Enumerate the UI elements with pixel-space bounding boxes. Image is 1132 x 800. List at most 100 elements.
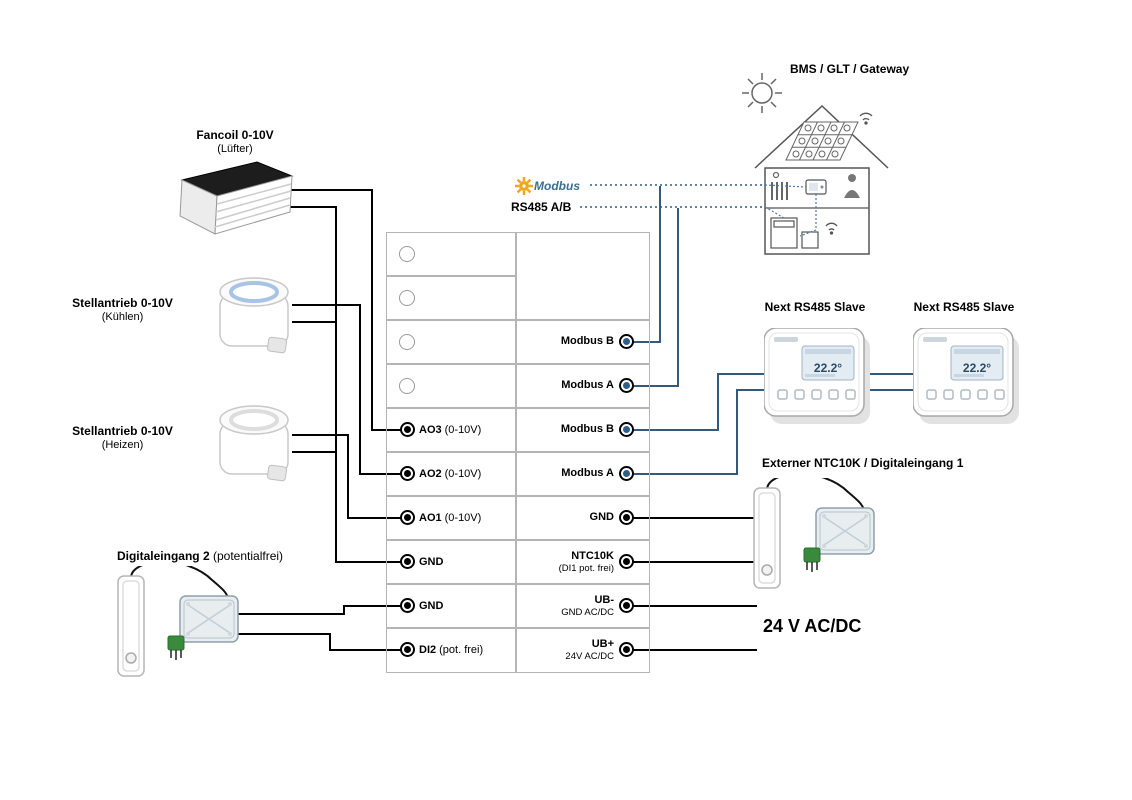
wifi-icon-small	[825, 222, 838, 235]
actuator-heat-illustration	[219, 405, 289, 482]
label-bold: GND	[419, 600, 444, 612]
digital-input-2-label: Digitaleingang 2 (potentialfrei)	[90, 549, 310, 563]
label-line1: Modbus A	[561, 379, 614, 392]
black-wires	[238, 189, 757, 651]
label-line2: GND AC/DC	[561, 606, 614, 618]
label-normal: (pot. frei)	[439, 644, 484, 656]
label-line1: Modbus B	[560, 423, 614, 436]
brand-logo	[923, 337, 947, 342]
thermostat-slave-2: 22.2°	[913, 328, 1019, 424]
terminal-label-gnd-1: GND	[419, 540, 514, 584]
sun-icon	[742, 73, 782, 113]
actuator-heat-title: Stellantrieb 0-10V	[72, 424, 173, 438]
unused-terminal	[399, 378, 415, 394]
terminal-gnd-right	[619, 510, 634, 525]
terminal-di2	[400, 642, 415, 657]
external-ntc-label: Externer NTC10K / Digitaleingang 1	[762, 456, 964, 470]
thermostat-screen: 22.2°	[801, 345, 855, 381]
modbus-logo-text: Modbus	[534, 179, 580, 193]
brand-logo	[774, 337, 798, 342]
actuator-cool-title: Stellantrieb 0-10V	[72, 296, 173, 310]
label-bold: AO3	[419, 424, 442, 436]
unused-terminal	[399, 246, 415, 262]
modbus-gear-icon	[515, 177, 533, 195]
rs485-label: RS485 A/B	[511, 200, 572, 214]
label-bold: AO2	[419, 468, 442, 480]
wifi-icon	[859, 112, 873, 125]
thermostat-slave-1: 22.2°	[764, 328, 870, 424]
fancoil-subtitle: (Lüfter)	[217, 143, 253, 155]
terminal-label-modbus-b-2: Modbus B	[518, 408, 614, 452]
terminal-block: AO3(0-10V) AO2(0-10V) AO1(0-10V) GND GND…	[386, 232, 650, 673]
cell	[386, 452, 516, 496]
label-normal: (0-10V)	[444, 512, 482, 524]
green-connector	[167, 635, 185, 651]
terminal-label-gnd-2: GND	[419, 584, 514, 628]
power-label: 24 V AC/DC	[763, 616, 862, 636]
label-line1: UB-	[594, 593, 614, 606]
terminal-label-ub-plus: UB+24V AC/DC	[518, 628, 614, 672]
terminal-label-ao3: AO3(0-10V)	[419, 408, 514, 452]
terminal-ao2	[400, 466, 415, 481]
actuator-heat-subtitle: (Heizen)	[101, 439, 144, 451]
cell	[386, 628, 516, 673]
cell	[386, 276, 516, 320]
touch-buttons	[777, 389, 856, 400]
sensor-cable	[130, 566, 229, 601]
actuator-heat-label: Stellantrieb 0-10V (Heizen)	[45, 424, 200, 453]
bms-label: BMS / GLT / Gateway	[790, 62, 910, 76]
unused-terminal	[399, 290, 415, 306]
digital-input-2-illustration	[117, 566, 239, 677]
terminal-ntc10k	[619, 554, 634, 569]
internal-network-dotted	[764, 184, 817, 237]
modbus-dotted-bus	[580, 184, 763, 208]
terminal-modbus-b-2	[619, 422, 634, 437]
label-bold: GND	[419, 556, 444, 568]
digital-input-2-title: Digitaleingang 2	[116, 549, 210, 563]
terminal-label-ao2: AO2(0-10V)	[419, 452, 514, 496]
cell	[386, 232, 516, 276]
terminal-ao1	[400, 510, 415, 525]
terminal-modbus-b-1	[619, 334, 634, 349]
slave-1-label: Next RS485 Slave	[764, 300, 866, 314]
sensor-box	[179, 595, 239, 643]
label-line1: UB+	[591, 637, 614, 650]
actuator-cool-subtitle: (Kühlen)	[101, 311, 144, 323]
cell	[386, 584, 516, 628]
terminal-ub-minus	[619, 598, 634, 613]
terminal-label-ao1: AO1(0-10V)	[419, 496, 514, 540]
modbus-wires	[627, 186, 913, 475]
terminal-label-ub-minus: UB-GND AC/DC	[518, 584, 614, 628]
terminal-ub-plus	[619, 642, 634, 657]
terminal-ao3	[400, 422, 415, 437]
indoor-unit-icon	[770, 217, 819, 249]
sensor-box	[815, 507, 875, 555]
cell	[516, 584, 650, 628]
cell	[516, 628, 650, 673]
label-line1: Modbus A	[561, 467, 614, 480]
actuator-cool-label: Stellantrieb 0-10V (Kühlen)	[45, 296, 200, 325]
terminal-gnd-2	[400, 598, 415, 613]
label-bold: DI2	[419, 644, 437, 656]
sensor-cable	[766, 478, 865, 513]
cell	[386, 364, 516, 408]
temperature-reading: 22.2°	[963, 361, 991, 375]
label-normal: (0-10V)	[444, 424, 482, 436]
terminal-label-di2: DI2(pot. frei)	[419, 628, 514, 672]
touch-buttons	[926, 389, 1005, 400]
solar-panel	[785, 121, 859, 161]
cell	[516, 540, 650, 584]
label-bold: AO1	[419, 512, 442, 524]
temperature-reading: 22.2°	[814, 361, 842, 375]
radiator-icon	[771, 171, 788, 200]
cell	[516, 408, 650, 452]
unused-terminal	[399, 334, 415, 350]
bms-house-illustration	[742, 73, 889, 255]
external-ntc-illustration	[753, 478, 875, 589]
cell	[386, 408, 516, 452]
terminal-gnd-1	[400, 554, 415, 569]
cell	[516, 232, 650, 320]
label-normal: (0-10V)	[444, 468, 482, 480]
